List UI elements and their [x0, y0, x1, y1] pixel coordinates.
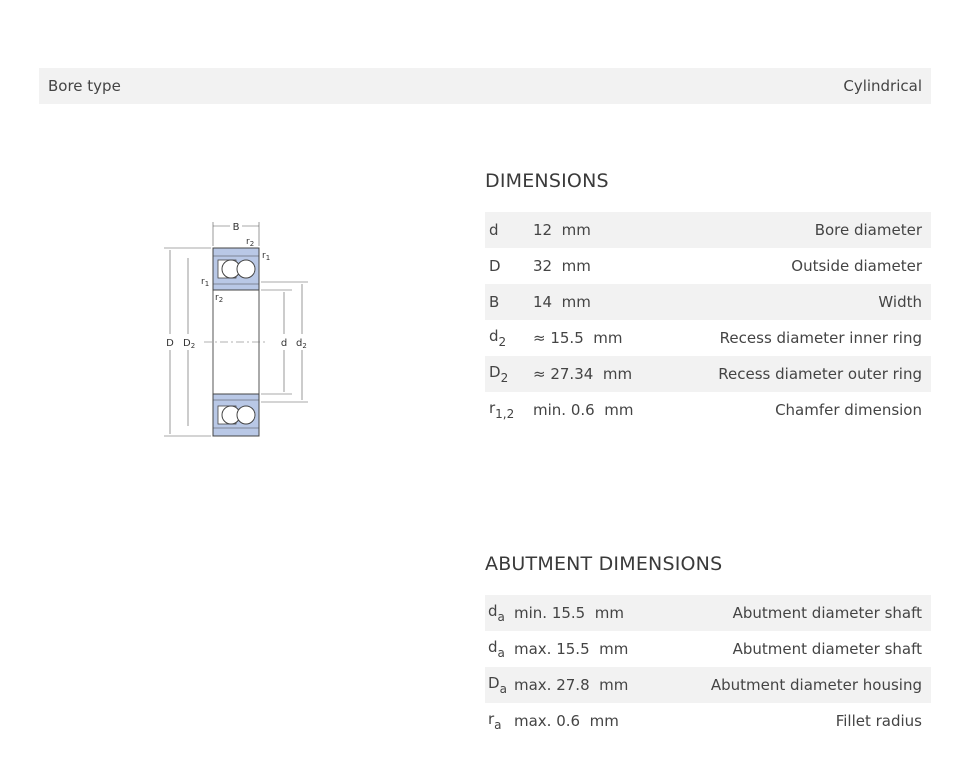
value-number: min. 0.6	[533, 401, 595, 419]
symbol-subscript: a	[494, 718, 502, 732]
dimension-symbol: r1,2	[485, 392, 533, 428]
dimension-symbol: d	[485, 212, 533, 248]
bore-type-value: Cylindrical	[843, 77, 922, 95]
table-row: B 14 mm Width	[485, 284, 931, 320]
symbol-letter: d	[488, 638, 498, 656]
symbol-letter: r	[488, 710, 495, 728]
symbol-letter: r	[489, 399, 496, 417]
symbol-subscript: a	[497, 646, 505, 660]
value-unit: mm	[589, 712, 619, 730]
symbol-letter: d	[489, 327, 499, 345]
label-r2-top: r2	[246, 237, 254, 248]
symbol-subscript: 1,2	[495, 407, 515, 421]
dimension-description: Abutment diameter shaft	[732, 640, 922, 658]
bore-type-label: Bore type	[48, 77, 121, 95]
dimension-value: min. 15.5 mm	[514, 595, 657, 631]
symbol-letter: D	[489, 363, 501, 381]
value-unit: mm	[604, 401, 634, 419]
value-unit: mm	[599, 676, 629, 694]
value-unit: mm	[593, 329, 623, 347]
bottom-ball-right	[236, 405, 256, 425]
dimension-value: 32 mm	[533, 248, 661, 284]
dimension-symbol: d2	[485, 320, 533, 356]
dimension-description: Fillet radius	[835, 712, 922, 730]
value-number: min. 15.5	[514, 604, 586, 622]
symbol-subscript: a	[499, 682, 507, 696]
bearing-cross-section-diagram: B r2 r1 r1 r2 D D2 d d2	[164, 222, 308, 437]
dimension-symbol: Da	[485, 667, 514, 703]
dimension-value: max. 27.8 mm	[514, 667, 657, 703]
label-r1-top: r1	[262, 251, 270, 262]
symbol-subscript: 2	[498, 335, 507, 349]
dimension-description: Bore diameter	[814, 221, 922, 239]
dimension-description: Abutment diameter shaft	[732, 604, 922, 622]
symbol-subscript: 2	[500, 371, 509, 385]
top-ball-right	[236, 259, 256, 279]
symbol-letter: d	[488, 602, 498, 620]
value-number: 12	[533, 221, 553, 239]
dimension-description: Abutment diameter housing	[710, 676, 922, 694]
dimension-symbol: D2	[485, 356, 533, 392]
symbol-subscript: a	[497, 610, 505, 624]
dimension-description: Chamfer dimension	[775, 401, 922, 419]
dimension-description: Recess diameter inner ring	[719, 329, 922, 347]
value-number: ≈ 15.5	[533, 329, 584, 347]
bore-type-row: Bore type Cylindrical	[39, 68, 931, 104]
value-number: 32	[533, 257, 553, 275]
abutment-dimensions-title: ABUTMENT DIMENSIONS	[485, 553, 723, 575]
value-number: max. 27.8	[514, 676, 590, 694]
dimension-value: min. 0.6 mm	[533, 392, 661, 428]
label-D2: D2	[183, 338, 195, 350]
dimension-symbol: da	[485, 631, 514, 667]
dimension-value: 12 mm	[533, 212, 661, 248]
dimension-value: 14 mm	[533, 284, 661, 320]
label-r1-left: r1	[201, 277, 209, 288]
label-r2-under: r2	[215, 293, 223, 304]
dimension-symbol: ra	[485, 703, 514, 739]
dimension-symbol: da	[485, 595, 514, 631]
symbol-letter: D	[489, 257, 501, 275]
dimension-description: Width	[878, 293, 922, 311]
label-D: D	[166, 338, 174, 349]
value-number: max. 0.6	[514, 712, 581, 730]
dimension-value: ≈ 27.34 mm	[533, 356, 661, 392]
dimension-description: Outside diameter	[791, 257, 922, 275]
dimension-value: max. 15.5 mm	[514, 631, 657, 667]
label-d: d	[281, 338, 287, 349]
value-number: max. 15.5	[514, 640, 590, 658]
value-unit: mm	[561, 257, 591, 275]
label-B: B	[233, 222, 240, 233]
value-number: 14	[533, 293, 553, 311]
value-unit: mm	[561, 221, 591, 239]
value-unit: mm	[599, 640, 629, 658]
dimension-symbol: D	[485, 248, 533, 284]
dimension-value: ≈ 15.5 mm	[533, 320, 661, 356]
symbol-letter: D	[488, 674, 500, 692]
value-unit: mm	[561, 293, 591, 311]
dimensions-title: DIMENSIONS	[485, 170, 609, 192]
dimension-symbol: B	[485, 284, 533, 320]
symbol-letter: d	[489, 221, 499, 239]
value-number: ≈ 27.34	[533, 365, 594, 383]
dimension-description: Recess diameter outer ring	[718, 365, 922, 383]
value-unit: mm	[594, 604, 625, 622]
label-d2: d2	[296, 338, 307, 350]
dimension-value: max. 0.6 mm	[514, 703, 657, 739]
value-unit: mm	[602, 365, 633, 383]
table-row: D 32 mm Outside diameter	[485, 248, 931, 284]
table-row: d 12 mm Bore diameter	[485, 212, 931, 248]
symbol-letter: B	[489, 293, 500, 311]
